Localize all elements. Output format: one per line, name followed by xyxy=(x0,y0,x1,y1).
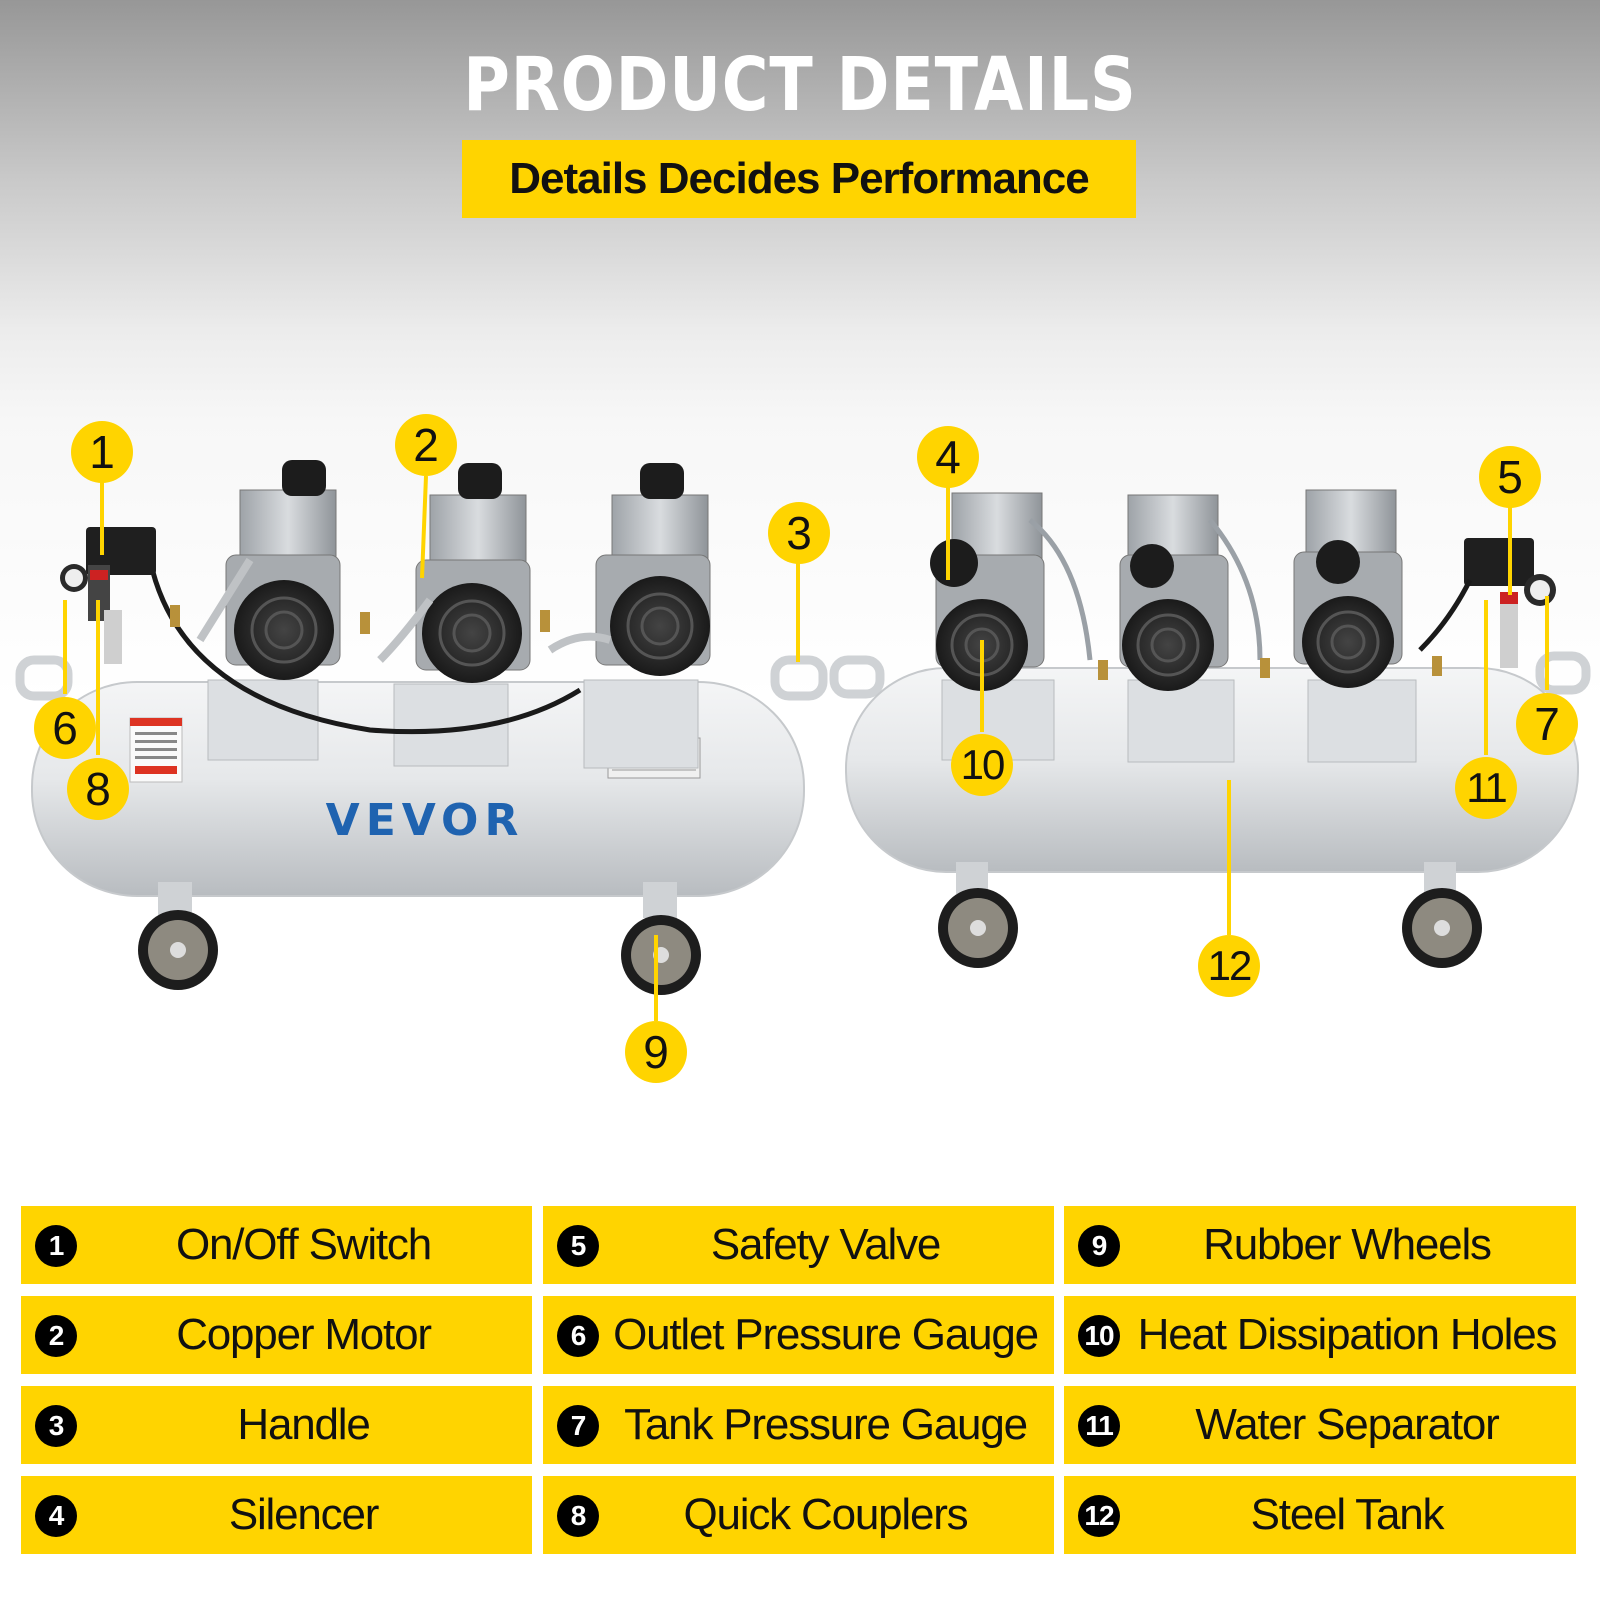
callout-11: 11 xyxy=(1455,757,1517,819)
legend-item: 4 Silencer xyxy=(21,1476,532,1554)
legend-item: 10 Heat Dissipation Holes xyxy=(1064,1296,1576,1374)
legend-number: 4 xyxy=(35,1495,77,1537)
legend-number: 8 xyxy=(557,1495,599,1537)
legend-label: Tank Pressure Gauge xyxy=(624,1400,1028,1449)
legend-label: Handle xyxy=(237,1400,370,1449)
legend-number: 3 xyxy=(35,1405,77,1447)
compressor-front-view: VEVOR xyxy=(15,460,828,995)
legend-label: Heat Dissipation Holes xyxy=(1137,1310,1558,1359)
legend-number: 12 xyxy=(1078,1495,1120,1537)
callout-8: 8 xyxy=(67,758,129,820)
wheel xyxy=(621,915,701,995)
callout-9: 9 xyxy=(625,1021,687,1083)
legend-number: 5 xyxy=(557,1225,599,1267)
callout-5: 5 xyxy=(1479,446,1541,508)
legend-label: Water Separator xyxy=(1195,1400,1499,1449)
motor-head xyxy=(1119,494,1229,691)
callout-3: 3 xyxy=(768,502,830,564)
product-photo: VEVOR xyxy=(15,460,1591,1021)
wheel xyxy=(1402,888,1482,968)
legend-number: 7 xyxy=(557,1405,599,1447)
legend-item: 8 Quick Couplers xyxy=(543,1476,1054,1554)
callout-1: 1 xyxy=(71,421,133,483)
subtitle-banner: Details Decides Performance xyxy=(462,140,1136,218)
wheel xyxy=(138,910,218,990)
legend-item: 3 Handle xyxy=(21,1386,532,1464)
motor-head xyxy=(1293,489,1403,688)
legend-label: Quick Couplers xyxy=(683,1490,969,1539)
motor-head xyxy=(595,463,711,676)
legend-number: 6 xyxy=(557,1315,599,1357)
legend-item: 11 Water Separator xyxy=(1064,1386,1576,1464)
legend-label: Copper Motor xyxy=(176,1310,432,1359)
callout-10: 10 xyxy=(951,734,1013,796)
callout-6: 6 xyxy=(34,697,96,759)
legend-label: Safety Valve xyxy=(710,1220,942,1269)
legend-number: 1 xyxy=(35,1225,77,1267)
legend-label: Outlet Pressure Gauge xyxy=(613,1310,1039,1359)
callout-12: 12 xyxy=(1198,935,1260,997)
legend-item: 5 Safety Valve xyxy=(543,1206,1054,1284)
callout-4: 4 xyxy=(917,426,979,488)
legend-label: On/Off Switch xyxy=(175,1220,432,1269)
legend-label: Steel Tank xyxy=(1250,1490,1445,1539)
legend-item: 9 Rubber Wheels xyxy=(1064,1206,1576,1284)
brand-logo: VEVOR xyxy=(326,795,525,846)
legend-label: Rubber Wheels xyxy=(1203,1220,1492,1269)
motor-head xyxy=(225,460,341,680)
legend-number: 9 xyxy=(1078,1225,1120,1267)
callout-7: 7 xyxy=(1516,693,1578,755)
legend-number: 10 xyxy=(1078,1315,1120,1357)
callout-leaders xyxy=(63,475,1549,1021)
motor-head xyxy=(415,463,531,683)
legend-number: 11 xyxy=(1078,1405,1120,1447)
compressor-rear-view xyxy=(829,489,1591,968)
legend-item: 6 Outlet Pressure Gauge xyxy=(543,1296,1054,1374)
motor-head xyxy=(930,492,1045,691)
legend-item: 7 Tank Pressure Gauge xyxy=(543,1386,1054,1464)
wheel xyxy=(938,888,1018,968)
legend-item: 12 Steel Tank xyxy=(1064,1476,1576,1554)
legend-label: Silencer xyxy=(228,1490,380,1539)
subtitle-text: Details Decides Performance xyxy=(509,154,1090,203)
legend-item: 2 Copper Motor xyxy=(21,1296,532,1374)
legend-number: 2 xyxy=(35,1315,77,1357)
callout-2: 2 xyxy=(395,414,457,476)
page-title: PRODUCT DETAILS xyxy=(463,42,1137,128)
legend-item: 1 On/Off Switch xyxy=(21,1206,532,1284)
